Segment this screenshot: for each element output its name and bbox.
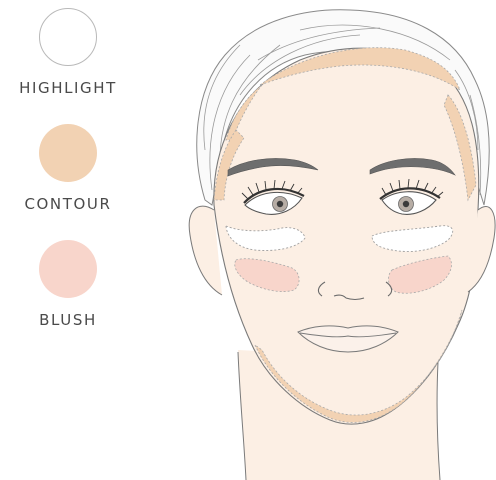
face-illustration [0,0,496,480]
